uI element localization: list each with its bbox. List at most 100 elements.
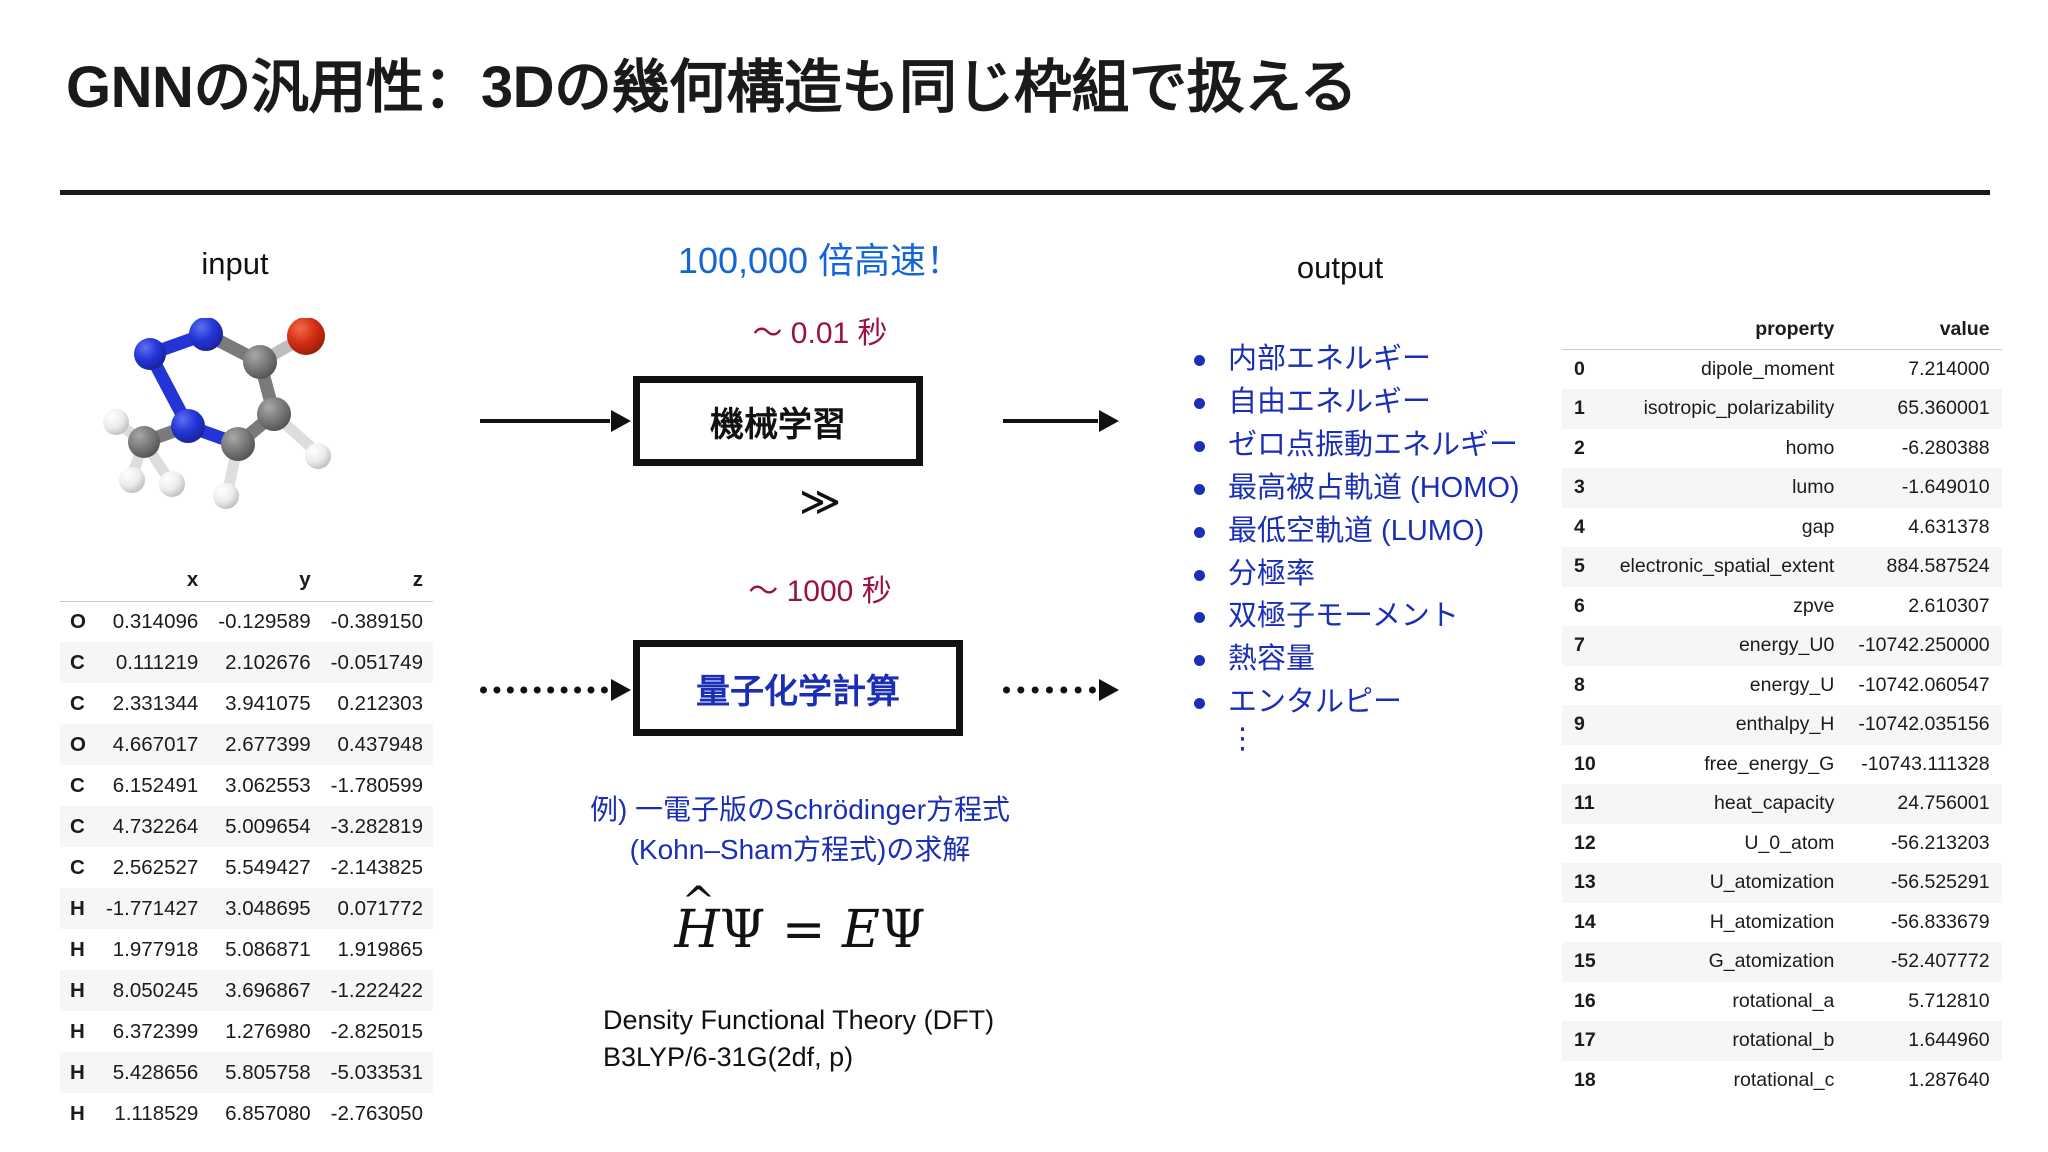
- row-index-cell: 5: [1574, 555, 1585, 578]
- property-name-cell: electronic_spatial_extent: [1619, 555, 1835, 578]
- ml-time-label: 〜 0.01 秒: [752, 317, 888, 350]
- row-index-cell: 13: [1574, 871, 1596, 894]
- list-ellipsis: ⋮: [1228, 723, 1257, 756]
- much-greater-than-symbol: ≫: [799, 480, 841, 524]
- atom-symbol-cell: O: [70, 609, 86, 633]
- property-name-cell: free_energy_G: [1704, 752, 1835, 775]
- dft-method-caption: Density Functional Theory (DFT) B3LYP/6-…: [603, 1002, 1123, 1075]
- bullet-dot-icon: [1194, 440, 1205, 452]
- property-name-cell: energy_U0: [1738, 634, 1835, 657]
- atom-symbol-cell: C: [70, 814, 85, 838]
- coordinate-cell: 5.009654: [225, 814, 311, 838]
- bullet-dot-icon: [1194, 655, 1205, 667]
- coordinate-cell: -1.780599: [330, 773, 423, 797]
- coordinate-cell: -2.825015: [330, 1019, 423, 1043]
- psi-symbol-2: Ψ: [879, 900, 926, 960]
- speedup-label: 100,000 倍高速！: [677, 240, 963, 281]
- property-value-cell: -10742.060547: [1858, 673, 1990, 696]
- row-index-cell: 15: [1574, 950, 1596, 973]
- output-property-list: 内部エネルギー自由エネルギーゼロ点振動エネルギー最高被占軌道 (HOMO)最低空…: [1190, 338, 1610, 756]
- qc-time-label: 〜 1000 秒: [748, 575, 892, 608]
- atom-symbol-cell: C: [70, 650, 85, 674]
- coords-col-x: x: [186, 568, 199, 592]
- property-name-cell: homo: [1785, 436, 1835, 459]
- row-index-cell: 2: [1574, 436, 1585, 459]
- property-value-cell: 7.214000: [1908, 358, 1990, 380]
- property-name-cell: rotational_a: [1732, 989, 1835, 1012]
- row-index-cell: 1: [1574, 397, 1585, 420]
- coordinate-cell: -3.282819: [330, 814, 423, 838]
- list-item: 自由エネルギー: [1190, 381, 1610, 424]
- property-name-cell: U_atomization: [1709, 871, 1835, 894]
- list-item-label: 内部エネルギー: [1228, 343, 1432, 375]
- list-item: 分極率: [1190, 553, 1610, 596]
- coordinate-cell: 0.212303: [337, 691, 423, 715]
- input-label: input: [201, 246, 269, 281]
- list-item-label: 自由エネルギー: [1228, 385, 1432, 418]
- list-item-label: エンタルピー: [1228, 686, 1403, 719]
- list-item: 最低空軌道 (LUMO): [1190, 510, 1610, 553]
- coordinate-cell: 5.086871: [225, 937, 311, 961]
- page-title: GNNの汎用性：3Dの幾何構造も同じ枠組で扱える: [66, 55, 1358, 120]
- atom-symbol-cell: C: [70, 691, 85, 715]
- row-index-cell: 11: [1574, 792, 1595, 815]
- example-line-1: 例) 一電子版のSchrödinger方程式: [589, 794, 1011, 825]
- coordinate-cell: 0.437948: [337, 732, 423, 756]
- property-name-cell: G_atomization: [1708, 950, 1835, 973]
- ball-and-stick-molecule-icon: [103, 318, 331, 509]
- coords-col-y: y: [299, 568, 311, 592]
- coordinate-cell: 0.314096: [112, 609, 199, 633]
- atom-symbol-cell: H: [70, 937, 85, 961]
- coordinate-cell: 6.372399: [112, 1019, 199, 1043]
- bullet-dot-icon: [1194, 355, 1205, 366]
- bullet-dot-icon: [1194, 526, 1205, 538]
- coordinate-cell: 2.677399: [225, 732, 311, 756]
- list-item: 最高被占軌道 (HOMO): [1190, 467, 1610, 510]
- atom-symbol-cell: H: [70, 1060, 85, 1084]
- hamiltonian-symbol: H: [674, 900, 720, 960]
- list-item-label: ゼロ点振動エネルギー: [1228, 428, 1519, 461]
- coordinate-cell: 1.919865: [337, 937, 423, 961]
- prop-col-index: [1562, 310, 1608, 350]
- coordinate-cell: 5.805758: [225, 1060, 311, 1084]
- property-name-cell: zpve: [1793, 594, 1835, 617]
- coordinate-cell: 8.050245: [112, 978, 199, 1002]
- row-index-cell: 12: [1574, 831, 1596, 854]
- coordinate-cell: -5.033531: [330, 1060, 423, 1084]
- hat-accent-icon: ^: [681, 877, 716, 926]
- list-item: 熱容量: [1190, 638, 1610, 681]
- coordinate-cell: -2.763050: [330, 1101, 423, 1125]
- output-label: output: [1296, 250, 1384, 285]
- bullet-dot-icon: [1194, 698, 1205, 710]
- row-index-cell: 9: [1574, 713, 1585, 736]
- atom-symbol-cell: H: [70, 1019, 85, 1043]
- bullet-dot-icon: [1194, 612, 1205, 624]
- coordinate-cell: 1.118529: [114, 1101, 199, 1125]
- row-index-cell: 18: [1574, 1068, 1596, 1091]
- row-index-cell: 6: [1574, 594, 1585, 617]
- atom-symbol-cell: H: [70, 1101, 85, 1125]
- property-value-cell: -52.407772: [1890, 950, 1990, 973]
- property-value-cell: -10742.035156: [1858, 713, 1990, 736]
- row-index-cell: 3: [1574, 476, 1585, 499]
- property-value-cell: 2.610307: [1908, 594, 1990, 617]
- atom-symbol-cell: O: [70, 732, 86, 756]
- energy-symbol: E: [842, 900, 880, 960]
- coordinate-cell: 3.062553: [225, 773, 311, 797]
